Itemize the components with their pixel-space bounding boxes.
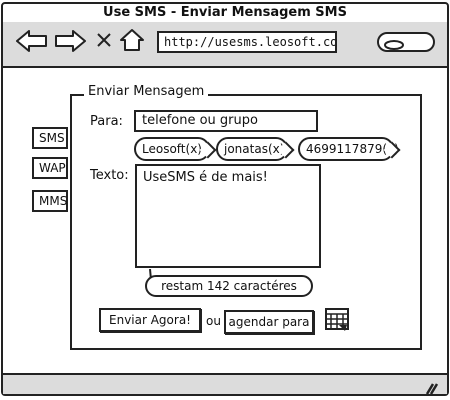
close-x-icon[interactable]: [96, 32, 112, 48]
to-label: Para:: [90, 114, 123, 129]
char-counter: restam 142 caractéres: [145, 275, 313, 297]
recipient-chip[interactable]: jonatas(x): [216, 137, 288, 161]
back-arrow-icon[interactable]: [16, 30, 48, 52]
recipient-chip[interactable]: 4699117879(x): [298, 137, 399, 161]
sidebar-tab-sms[interactable]: SMS: [32, 127, 68, 149]
search-field[interactable]: [377, 32, 435, 52]
recipient-chip[interactable]: Leosoft(x): [134, 137, 210, 161]
fieldset-legend: Enviar Mensagem: [84, 84, 209, 100]
text-label: Texto:: [90, 168, 129, 183]
send-message-fieldset: [70, 94, 422, 350]
resize-grip-icon[interactable]: [425, 380, 439, 399]
message-textarea[interactable]: UseSMS é de mais!: [135, 164, 321, 268]
sidebar-tab-wap[interactable]: WAP: [32, 157, 68, 179]
calendar-icon[interactable]: [325, 307, 349, 335]
status-bar: [3, 373, 447, 395]
forward-arrow-icon[interactable]: [54, 30, 86, 52]
or-text: ou: [206, 314, 221, 328]
sidebar-tab-mms[interactable]: MMS: [32, 190, 68, 212]
recipient-input[interactable]: telefone ou grupo: [134, 110, 318, 132]
address-bar[interactable]: http://usesms.leosoft.com.br: [157, 31, 337, 53]
search-icon: [382, 36, 406, 55]
schedule-button[interactable]: agendar para: [224, 310, 314, 334]
home-icon[interactable]: [119, 28, 145, 52]
window-title: Use SMS - Enviar Mensagem SMS: [103, 5, 347, 20]
send-now-button[interactable]: Enviar Agora!: [99, 308, 201, 332]
